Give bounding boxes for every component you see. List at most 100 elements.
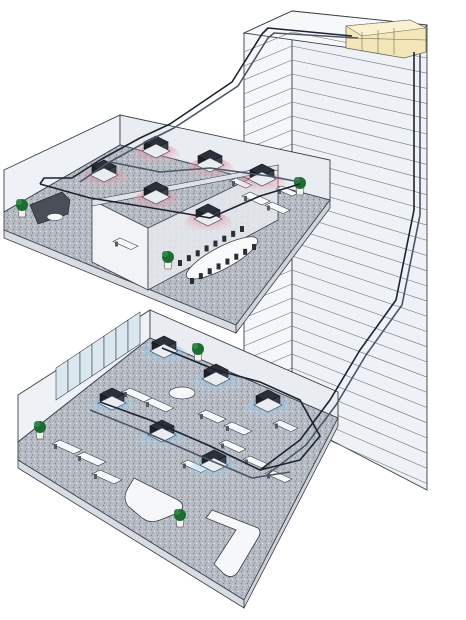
tower-floor-line bbox=[243, 311, 293, 333]
upper-potted-plants bbox=[16, 177, 306, 270]
conference-chairs bbox=[178, 226, 256, 284]
tower-floor-line bbox=[243, 115, 293, 137]
riser-pipe-tower-down bbox=[259, 52, 415, 471]
office-desk bbox=[75, 451, 107, 467]
office-desk bbox=[51, 439, 83, 455]
tower-floor-line bbox=[291, 143, 428, 180]
desk-leg bbox=[78, 456, 81, 461]
indoor-unit-panel bbox=[201, 371, 231, 387]
desk-leg bbox=[267, 205, 270, 211]
tower-floor-line bbox=[291, 269, 428, 317]
lower-potted-plants bbox=[34, 343, 204, 528]
indoor-unit-panel bbox=[97, 395, 127, 411]
indoor-unit-panel bbox=[253, 397, 283, 413]
conference-chair bbox=[198, 273, 203, 280]
tower-floor-line bbox=[291, 241, 428, 287]
conference-chair bbox=[195, 250, 200, 257]
tower-floor-line bbox=[291, 227, 428, 272]
lower-branch-pipes-2 bbox=[89, 409, 291, 479]
potted-plant bbox=[16, 199, 28, 218]
upper-indoor-units bbox=[80, 135, 286, 236]
plant-pot bbox=[295, 187, 305, 196]
tower-floor-line bbox=[291, 129, 428, 165]
tower-floor-line bbox=[291, 59, 428, 89]
plant-leaves bbox=[16, 199, 22, 205]
indoor-unit-lower-1 bbox=[140, 335, 188, 368]
conference-chair bbox=[222, 235, 227, 242]
conference-chair bbox=[190, 278, 194, 284]
tower-floor-line bbox=[291, 45, 428, 74]
office-desk bbox=[112, 237, 139, 250]
lower-round-table bbox=[168, 386, 196, 400]
office-desk bbox=[143, 397, 175, 413]
conference-chair bbox=[213, 240, 218, 247]
plant-pot bbox=[163, 261, 173, 270]
office-desk bbox=[218, 439, 247, 453]
conference-chair bbox=[216, 263, 221, 270]
office-desk bbox=[272, 419, 299, 432]
conference-table bbox=[185, 236, 259, 280]
tower-floor-line bbox=[243, 87, 293, 109]
tower-floor-line bbox=[291, 311, 428, 363]
lower-floor-cutaway bbox=[17, 309, 339, 609]
indoor-unit-upper-2 bbox=[186, 149, 234, 182]
tower-floor-line bbox=[291, 101, 428, 135]
lower-storage-cabinets bbox=[55, 311, 141, 401]
tower-floor-line bbox=[243, 73, 293, 95]
desk-leg bbox=[146, 402, 149, 407]
desk-leg bbox=[226, 426, 229, 431]
desk-leg bbox=[183, 463, 186, 469]
plant-leaves bbox=[192, 343, 198, 349]
potted-plant bbox=[192, 343, 204, 362]
tower-floor-line bbox=[291, 283, 428, 332]
tower-floor-line bbox=[291, 115, 428, 150]
office-tower bbox=[242, 10, 428, 491]
riser-pipe-main bbox=[39, 27, 353, 185]
indoor-unit-lower-3 bbox=[244, 389, 292, 422]
office-desk bbox=[91, 469, 123, 485]
upper-branch-pipes bbox=[39, 183, 301, 219]
indoor-unit-upper-1 bbox=[132, 135, 180, 168]
conference-chair bbox=[178, 260, 182, 266]
refrigerant-piping bbox=[39, 27, 421, 479]
indoor-unit-panel bbox=[89, 167, 119, 183]
outdoor-unit-dividers bbox=[345, 28, 427, 55]
office-desk bbox=[264, 201, 291, 214]
tower-floor-line bbox=[291, 73, 428, 104]
desk-leg bbox=[124, 392, 127, 397]
plant-leaves bbox=[174, 509, 180, 515]
office-desk bbox=[264, 469, 293, 483]
lower-l-shaped-counter bbox=[205, 509, 261, 577]
rooftop-outdoor-units bbox=[345, 19, 428, 59]
desk-leg bbox=[244, 196, 247, 201]
conference-chair bbox=[243, 248, 248, 255]
desk-leg bbox=[245, 459, 248, 465]
desk-leg bbox=[232, 181, 235, 186]
tower-floor-line bbox=[243, 297, 293, 319]
desk-leg bbox=[221, 443, 224, 449]
lounge-table bbox=[46, 213, 64, 221]
upper-floor-slab-right-edge bbox=[235, 198, 331, 335]
desk-leg bbox=[275, 423, 278, 429]
tower-floor-line bbox=[291, 367, 428, 424]
indoor-unit-panel bbox=[141, 189, 171, 205]
plant-leaves bbox=[162, 251, 168, 257]
tower-floor-line bbox=[291, 87, 428, 120]
desk-leg bbox=[54, 444, 57, 449]
indoor-unit-upper-5 bbox=[132, 181, 180, 214]
conference-chair bbox=[225, 258, 230, 265]
desk-leg bbox=[94, 474, 97, 479]
outdoor-unit-divider bbox=[345, 37, 427, 41]
indoor-unit-panel bbox=[147, 427, 177, 443]
upper-branch-pipes-2 bbox=[109, 161, 301, 183]
plant-leaves bbox=[34, 421, 40, 427]
conference-chair bbox=[186, 255, 191, 262]
office-desk bbox=[223, 421, 253, 436]
tower-floor-line bbox=[243, 59, 293, 81]
conference-chair bbox=[231, 230, 236, 237]
indoor-unit-panel bbox=[149, 343, 179, 359]
tower-floor-line bbox=[243, 101, 293, 123]
tower-floor-line bbox=[291, 297, 428, 348]
conference-chair bbox=[204, 245, 209, 252]
